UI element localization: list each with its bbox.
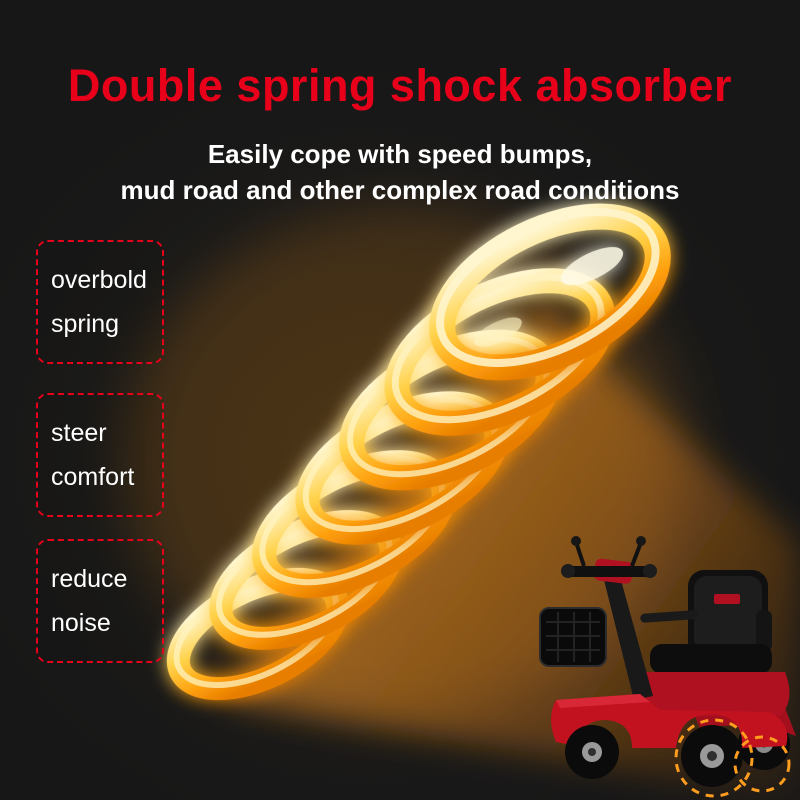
feature-box-reduce-noise: reduce noise	[36, 539, 164, 663]
scooter-basket	[539, 607, 607, 667]
feature-line: reduce	[51, 565, 128, 593]
spring-coil	[429, 203, 671, 381]
scooter-front-wheel	[565, 725, 619, 779]
scooter-armrest	[640, 610, 699, 623]
feature-line: spring	[51, 310, 120, 338]
scooter-chassis-highlight	[556, 694, 650, 708]
spring-coil	[384, 268, 616, 436]
scooter-seat-base	[650, 644, 772, 674]
scooter-image	[539, 536, 796, 798]
scooter-rear-wheel-near	[681, 725, 743, 787]
shock-highlight-circle	[733, 735, 791, 793]
scooter-body	[640, 672, 790, 716]
feature-box-steer-comfort: steer comfort	[36, 393, 164, 517]
feature-line: overbold	[51, 266, 147, 294]
subtitle-line-1: Easily cope with speed bumps,	[207, 139, 593, 169]
spring-highlight	[560, 247, 624, 285]
feature-line: comfort	[51, 463, 135, 491]
shock-highlight-circle	[674, 718, 754, 798]
page-title: Double spring shock absorber	[67, 60, 733, 111]
subtitle-line-2: mud road and other complex road conditio…	[120, 175, 680, 205]
feature-line: steer	[51, 419, 107, 447]
scooter-handlebar	[561, 536, 657, 578]
scooter-armrest	[756, 610, 772, 652]
feature-line: noise	[51, 609, 111, 637]
scooter-seat-back	[688, 570, 768, 658]
scooter-chassis	[551, 694, 788, 748]
page-subtitle: Easily cope with speed bumps, mud road a…	[0, 136, 800, 208]
feature-box-overbold-spring: overbold spring	[36, 240, 164, 364]
spring-graphic	[166, 203, 671, 701]
scooter-tiller	[604, 580, 653, 700]
spring-highlight	[474, 317, 522, 347]
